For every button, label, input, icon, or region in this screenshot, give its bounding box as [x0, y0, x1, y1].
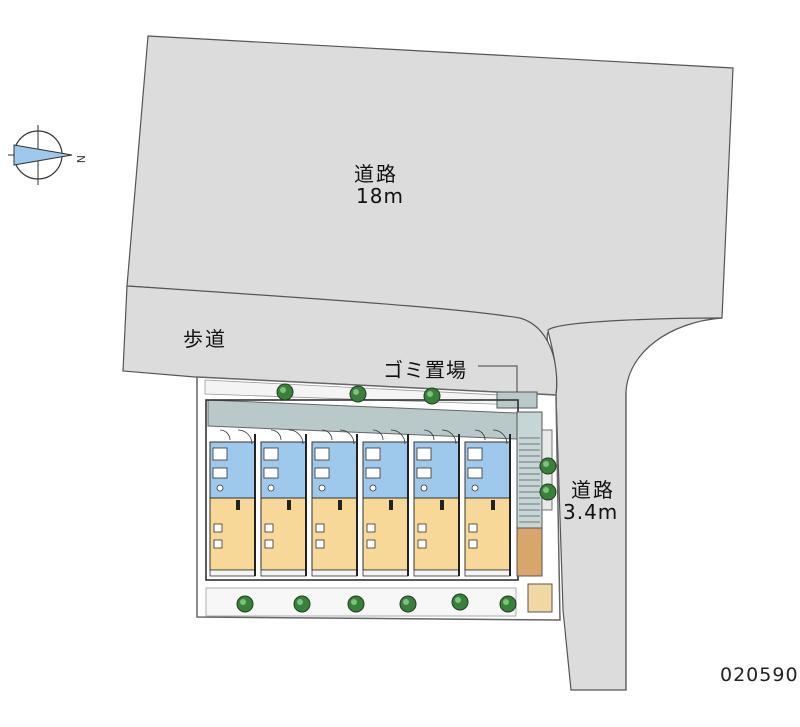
tree-icon — [423, 387, 441, 405]
tree-icon — [539, 483, 557, 501]
side-road-width: 3.4m — [563, 500, 619, 524]
tree-icon — [349, 385, 367, 403]
unit — [311, 429, 358, 577]
main-road-width: 18m — [356, 184, 404, 208]
storage-box — [527, 583, 553, 613]
trees — [236, 383, 557, 613]
tree-icon — [451, 593, 469, 611]
tree-icon — [347, 595, 365, 613]
tree-icon — [293, 595, 311, 613]
compass-n-label: N — [74, 155, 87, 163]
apartment-units — [209, 429, 511, 577]
unit — [209, 429, 256, 577]
side-road — [547, 317, 723, 691]
unit — [260, 429, 307, 577]
sidewalk-label: 歩道 — [183, 327, 227, 351]
garbage-label: ゴミ置場 — [383, 358, 467, 382]
tree-icon — [399, 595, 417, 613]
tree-icon — [499, 595, 517, 613]
map-code: 020590 — [720, 664, 799, 686]
unit — [413, 429, 460, 577]
unit — [464, 429, 511, 577]
main-road-name: 道路 — [354, 162, 398, 186]
unit — [362, 429, 409, 577]
north-compass-icon: N — [8, 125, 87, 185]
tree-icon — [276, 383, 294, 401]
tree-icon — [539, 457, 557, 475]
tree-icon — [236, 595, 254, 613]
side-road-name: 道路 — [571, 478, 615, 502]
